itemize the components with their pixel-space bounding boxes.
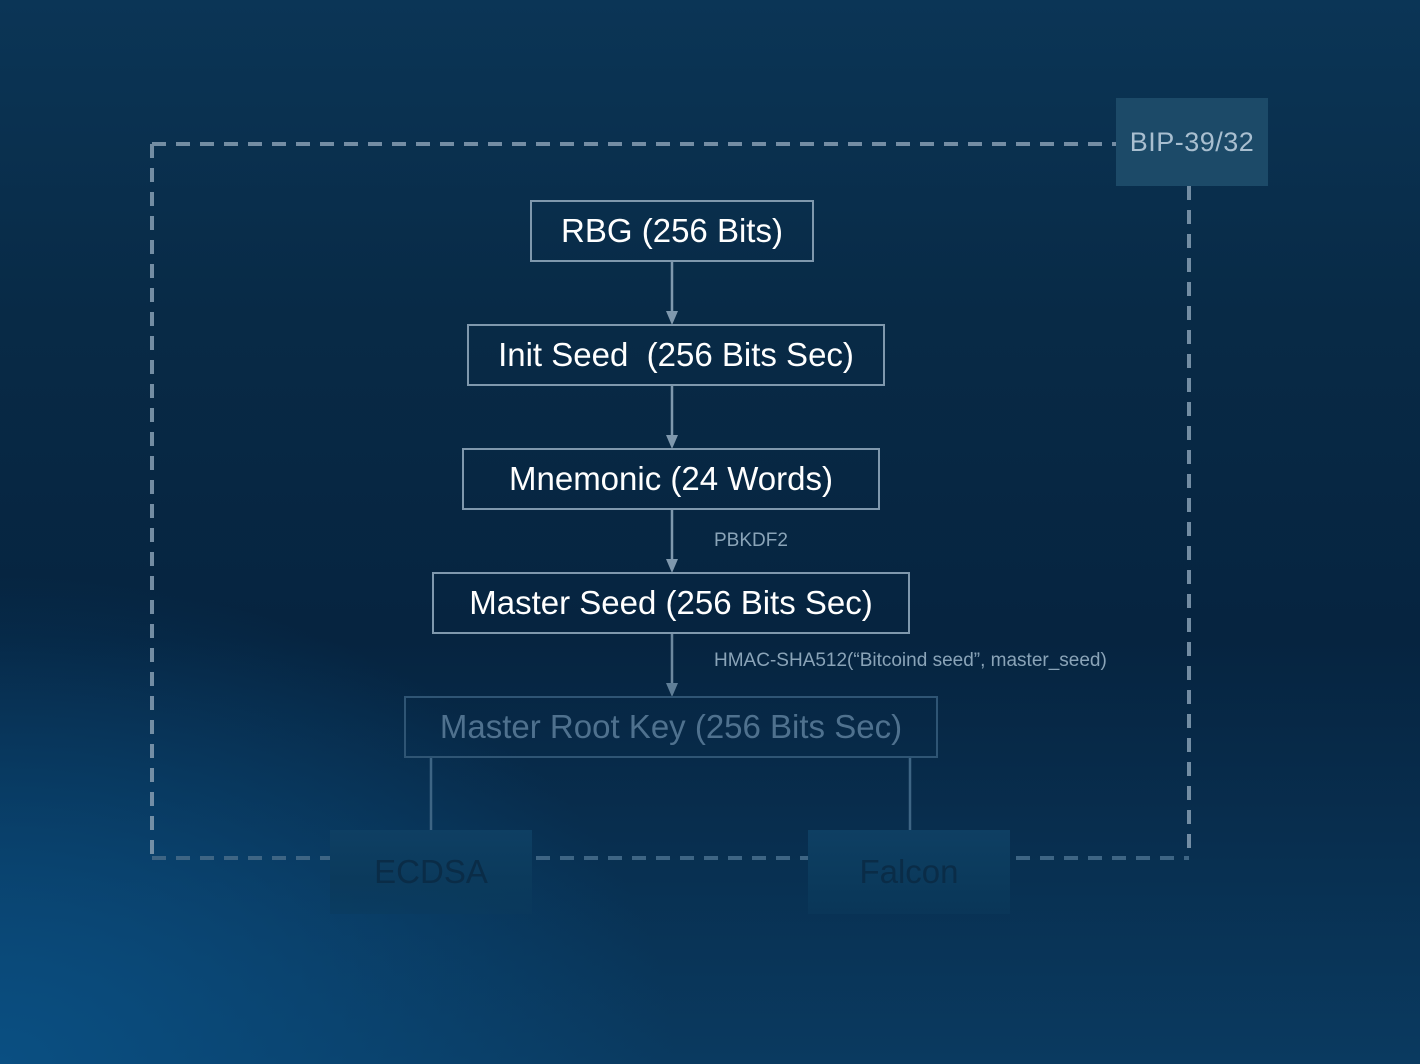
- node-mnemonic: Mnemonic (24 Words): [462, 448, 880, 510]
- label-pbkdf2: PBKDF2: [714, 530, 788, 551]
- node-init-seed: Init Seed (256 Bits Sec): [467, 324, 885, 386]
- bip-boundary-frame: [150, 142, 1191, 858]
- node-rbg: RBG (256 Bits): [530, 200, 814, 262]
- node-master-seed: Master Seed (256 Bits Sec): [432, 572, 910, 634]
- bip-39-32-tag: BIP-39/32: [1116, 98, 1268, 186]
- label-hmac-sha512: HMAC-SHA512(“Bitcoind seed”, master_seed…: [714, 650, 1107, 671]
- node-master-root-key: Master Root Key (256 Bits Sec): [404, 696, 938, 758]
- algorithm-ecdsa: ECDSA: [330, 830, 532, 914]
- algorithm-falcon: Falcon: [808, 830, 1010, 914]
